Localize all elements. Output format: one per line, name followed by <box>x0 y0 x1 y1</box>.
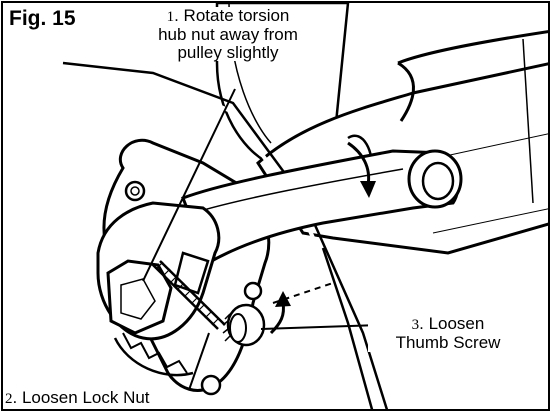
callout-1-line1: . Rotate torsion <box>174 6 290 25</box>
tube-right-edge <box>522 38 534 204</box>
callout-1-line3: pulley slightly <box>177 42 279 62</box>
callout-loosen-lock-nut: 2. Loosen Lock Nut <box>5 389 156 408</box>
callout-3-line1: . Loosen <box>419 314 485 333</box>
cable-upper-inner <box>72 69 378 409</box>
hub-teeth <box>122 332 188 374</box>
leader-callout-2 <box>188 332 210 391</box>
figure-label: Fig. 15 <box>9 7 76 30</box>
flange-hole-right <box>243 281 263 301</box>
torsion-hub-illustration <box>62 3 548 409</box>
flange-hole-bottom <box>200 374 222 396</box>
callout-rotate-hub-nut: 1. Rotate torsion hub nut away from pull… <box>131 6 325 62</box>
callout-loosen-thumb-screw: 3. Loosen Thumb Screw <box>368 315 528 352</box>
tube-highlight-2 <box>432 208 548 234</box>
wrench-handle-edge <box>192 168 404 214</box>
tube-top-edge <box>397 30 548 65</box>
callout-3-line2: Thumb Screw <box>395 332 501 352</box>
hub-ring <box>113 337 194 377</box>
callout-1-number: 1 <box>166 9 175 25</box>
cable-lower <box>321 247 374 409</box>
tube-left-lip <box>397 61 415 122</box>
leader-callout-3 <box>260 324 381 330</box>
cable-upper <box>62 61 389 409</box>
hatch-bar <box>152 260 226 330</box>
rotation-arrow-top <box>347 141 371 186</box>
callout-3-number: 3 <box>411 317 420 333</box>
flange-hole-top-inner <box>130 186 140 196</box>
callout-1-line2: hub nut away from <box>158 24 298 44</box>
rotation-arrowhead-top <box>360 181 376 198</box>
leader-callout-1 <box>142 88 236 282</box>
lock-nut <box>106 259 173 335</box>
callout-2-number: 2 <box>5 391 13 407</box>
rotation-arrowhead-screw <box>275 291 291 307</box>
callout-2-line1: . Loosen Lock Nut <box>12 388 150 407</box>
wrench-box-end-hole <box>421 161 455 201</box>
thumb-screw <box>222 303 266 347</box>
lock-nut-face <box>120 278 156 320</box>
